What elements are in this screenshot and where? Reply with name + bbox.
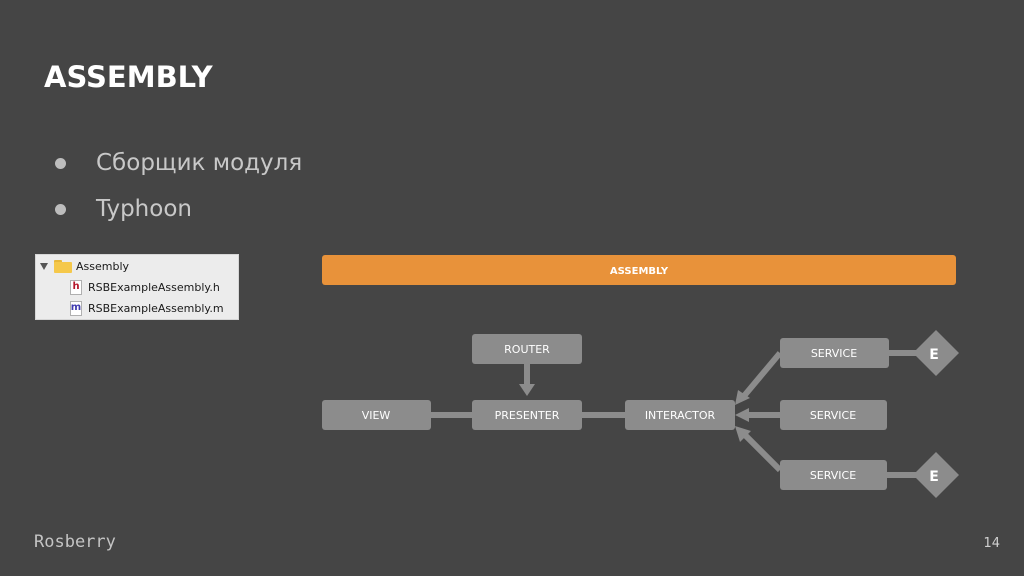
bullet-text: Typhoon [96, 196, 192, 222]
bullet-item: Сборщик модуля [55, 140, 302, 186]
service-bottom-arrow-icon [735, 426, 751, 442]
router-arrow-icon [519, 384, 535, 396]
entity-label: E [929, 347, 939, 363]
file-tree-folder-row: Assembly [40, 257, 129, 275]
file-tree-file-row: m RSBExampleAssembly.m [70, 299, 224, 317]
service-mid-arrow-icon [735, 408, 749, 422]
node-label: INTERACTOR [645, 409, 716, 422]
node-presenter: PRESENTER [472, 400, 582, 430]
rosberry-logo: Rosberry [34, 532, 116, 552]
connectors [431, 350, 918, 478]
node-router: ROUTER [472, 334, 582, 364]
bullet-list: Сборщик модуля Typhoon [55, 140, 302, 232]
node-service-top: SERVICE [780, 338, 889, 368]
file-tree-file-row: h RSBExampleAssembly.h [70, 278, 220, 296]
bullet-text: Сборщик модуля [96, 150, 303, 176]
disclosure-triangle-icon [40, 262, 48, 270]
file-name: RSBExampleAssembly.h [88, 280, 220, 294]
bullet-dot-icon [55, 157, 66, 169]
folder-icon [54, 259, 72, 273]
header-file-icon: h [70, 279, 82, 295]
file-tree-screenshot: Assembly h RSBExampleAssembly.h m RSBExa… [35, 254, 239, 320]
node-service-mid: SERVICE [780, 400, 887, 430]
entity-bottom: E [913, 452, 959, 498]
node-service-bottom: SERVICE [780, 460, 887, 490]
node-label: SERVICE [810, 409, 856, 422]
node-label: ROUTER [504, 343, 550, 356]
folder-name: Assembly [76, 259, 130, 273]
service-bottom-link [741, 431, 783, 473]
bullet-item: Typhoon [55, 186, 302, 232]
node-interactor: INTERACTOR [625, 400, 735, 430]
service-top-link [741, 351, 783, 398]
node-label: PRESENTER [495, 409, 560, 422]
slide-title: ASSEMBLY [44, 60, 213, 94]
assembly-bar: ASSEMBLY [322, 255, 956, 285]
node-label: SERVICE [811, 347, 857, 360]
node-label: VIEW [362, 409, 391, 422]
entity-label: E [929, 469, 939, 485]
assembly-bar-label: ASSEMBLY [610, 266, 669, 277]
implementation-file-icon: m [70, 300, 82, 316]
node-view: VIEW [322, 400, 431, 430]
page-number: 14 [983, 536, 1000, 551]
file-name: RSBExampleAssembly.m [88, 301, 224, 315]
node-label: SERVICE [810, 469, 856, 482]
bullet-dot-icon [55, 203, 66, 215]
entity-top: E [913, 330, 959, 376]
service-top-arrow-icon [735, 390, 750, 405]
